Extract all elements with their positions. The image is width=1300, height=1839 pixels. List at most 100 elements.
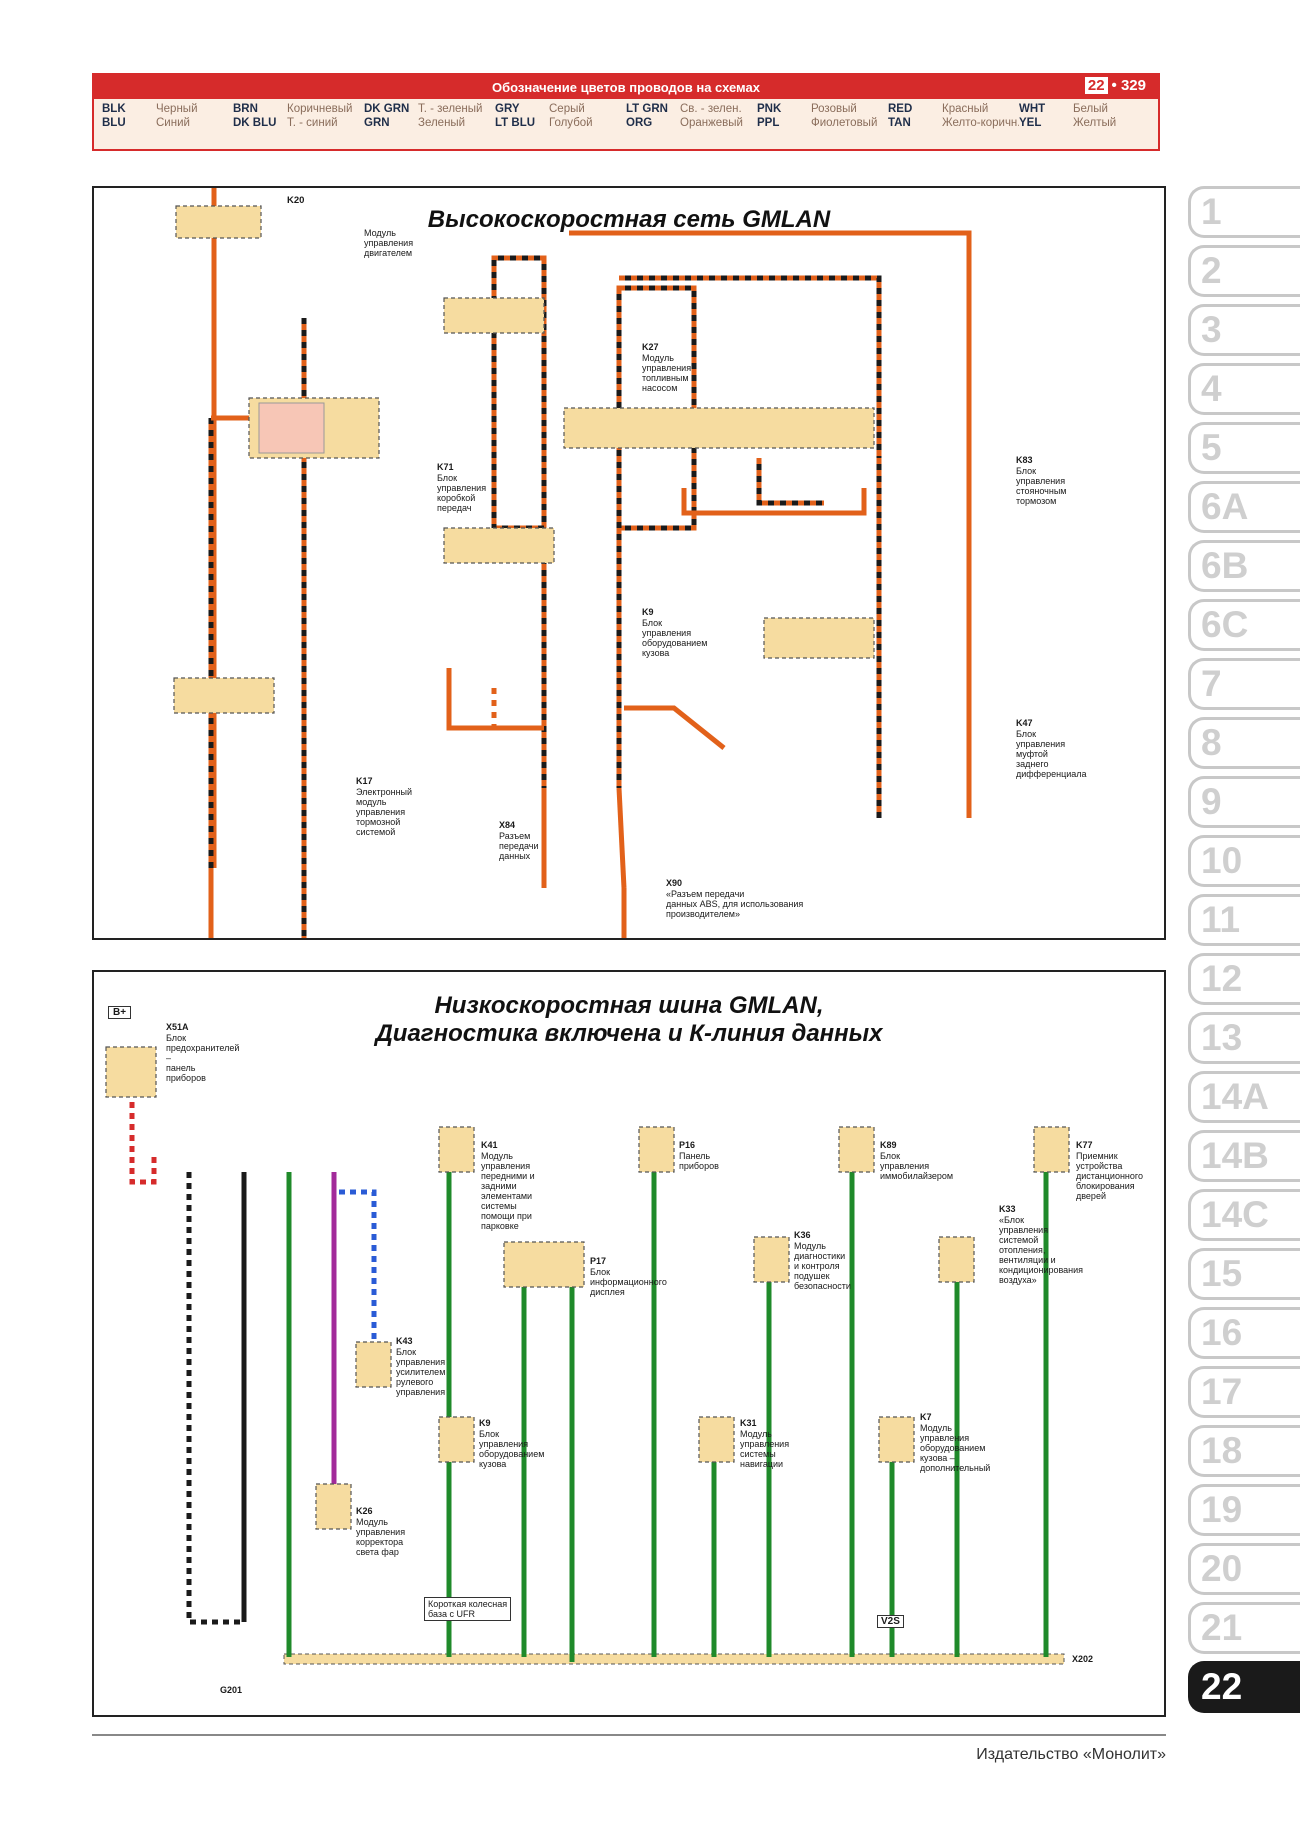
x84-label: X84 (499, 820, 516, 830)
tab-chapter-12[interactable]: 12 (1188, 953, 1300, 1005)
k27-label: K27 (642, 342, 659, 352)
legend-color-name: Белый (1073, 103, 1108, 115)
p16-label: P16 (679, 1140, 696, 1150)
tab-chapter-22[interactable]: 22 (1188, 1661, 1300, 1713)
p16-desc: Панель приборов (679, 1151, 719, 1171)
tab-chapter-6c[interactable]: 6C (1188, 599, 1300, 651)
k26-label: K26 (356, 1506, 373, 1516)
k47-module (763, 617, 875, 659)
k47-desc: Блок управления муфтой заднего дифференц… (1016, 729, 1087, 779)
k36-desc: Модуль диагностики и контроля подушек бе… (794, 1241, 851, 1291)
k36-label: K36 (794, 1230, 811, 1240)
legend-color-code: RED (888, 103, 913, 115)
tab-chapter-14b[interactable]: 14B (1188, 1130, 1300, 1182)
diagram1-title: Высокоскоростная сеть GMLAN (427, 206, 831, 233)
k20-label: K20 (287, 195, 304, 206)
legend-color-code: BLU (102, 117, 126, 129)
k9-desc: Блок управления оборудованием кузова (642, 618, 708, 658)
k89-label: K89 (880, 1140, 897, 1150)
tab-chapter-1[interactable]: 1 (1188, 186, 1300, 238)
tab-chapter-19[interactable]: 19 (1188, 1484, 1300, 1536)
legend-color-code: DK BLU (233, 117, 277, 129)
legend-color-name: Желто-коричн. (942, 117, 1019, 129)
k83-label: K83 (1016, 455, 1033, 465)
k17-label: K17 (356, 776, 373, 786)
tab-chapter-8[interactable]: 8 (1188, 717, 1300, 769)
k9-label: K9 (642, 607, 654, 617)
tab-chapter-2[interactable]: 2 (1188, 245, 1300, 297)
tab-chapter-20[interactable]: 20 (1188, 1543, 1300, 1595)
tab-chapter-6a[interactable]: 6A (1188, 481, 1300, 533)
legend-color-name: Красный (942, 103, 989, 115)
x90-label: X90 (666, 878, 683, 888)
chapter-number: 22 (1084, 77, 1108, 94)
v2s-box: V2S (877, 1615, 904, 1628)
legend-color-code: BRN (233, 103, 258, 115)
diagram-low-speed-gmlan: Низкоскоростная шина GMLAN, Диагностика … (92, 970, 1166, 1717)
legend-color-14: TAN Желто-коричн. (888, 117, 1019, 129)
x84-desc: Разъем передачи данных (499, 831, 539, 861)
k26-desc: Модуль управления корректора света фар (356, 1517, 406, 1557)
k9-module (443, 527, 555, 564)
k20-desc: Модуль управления двигателем (364, 228, 414, 258)
legend-color-name: Желтый (1073, 117, 1117, 129)
k33-label: K33 (999, 1204, 1016, 1214)
k83-module (563, 407, 875, 449)
p17-desc: Блок информационного дисплея (590, 1267, 667, 1297)
x202-label: X202 (1072, 1654, 1094, 1664)
legend-title: Обозначение цветов проводов на схемах (492, 79, 760, 95)
k9-label-2: K9 (479, 1418, 491, 1428)
tab-chapter-6b[interactable]: 6B (1188, 540, 1300, 592)
legend-color-name: Коричневый (287, 103, 353, 115)
k41-label: K41 (481, 1140, 498, 1150)
legend-color-name: Оранжевый (680, 117, 743, 129)
tab-chapter-5[interactable]: 5 (1188, 422, 1300, 474)
legend-color-6: RED Красный (888, 103, 1019, 115)
legend-color-code: TAN (888, 117, 911, 129)
k31-desc: Модуль управления системы навигации (740, 1429, 790, 1469)
tab-chapter-21[interactable]: 21 (1188, 1602, 1300, 1654)
tab-chapter-9[interactable]: 9 (1188, 776, 1300, 828)
publisher-footer: Издательство «Монолит» (976, 1746, 1166, 1763)
legend-color-name: Голубой (549, 117, 593, 129)
tab-chapter-4[interactable]: 4 (1188, 363, 1300, 415)
legend-color-1: BRN Коричневый (233, 103, 364, 115)
k71-label: K71 (437, 462, 454, 472)
k41-desc: Модуль управления передними и задними эл… (481, 1151, 535, 1231)
tab-chapter-10[interactable]: 10 (1188, 835, 1300, 887)
tab-chapter-18[interactable]: 18 (1188, 1425, 1300, 1477)
k27-module (443, 297, 545, 334)
k27-desc: Модуль управления топливным насосом (642, 353, 692, 393)
k71-desc: Блок управления коробкой передач (437, 473, 487, 513)
diagram2-svg (105, 1046, 1070, 1665)
tab-chapter-16[interactable]: 16 (1188, 1307, 1300, 1359)
tab-chapter-14c[interactable]: 14C (1188, 1189, 1300, 1241)
tab-chapter-17[interactable]: 17 (1188, 1366, 1300, 1418)
page-number: 22• 329 (1084, 77, 1146, 94)
k9-desc-2: Блок управления оборудованием кузова (479, 1429, 545, 1469)
tab-chapter-15[interactable]: 15 (1188, 1248, 1300, 1300)
k17-module (173, 677, 275, 714)
x51a-desc: Блок предохранителей – панель приборов (166, 1033, 240, 1083)
k47-label: K47 (1016, 718, 1033, 728)
legend-color-code: GRN (364, 117, 390, 129)
diagram1-svg: K20 (173, 188, 972, 938)
tab-chapter-11[interactable]: 11 (1188, 894, 1300, 946)
k7-desc: Модуль управления оборудованием кузова –… (920, 1423, 991, 1473)
wire-color-legend: Обозначение цветов проводов на схемах 22… (92, 73, 1160, 151)
k17-desc: Электронный модуль управления тормозной … (356, 787, 413, 837)
tab-chapter-7[interactable]: 7 (1188, 658, 1300, 710)
tab-chapter-14a[interactable]: 14A (1188, 1071, 1300, 1123)
legend-color-name: Св. - зелен. (680, 103, 742, 115)
tab-chapter-13[interactable]: 13 (1188, 1012, 1300, 1064)
legend-title-bar: Обозначение цветов проводов на схемах 22… (94, 75, 1158, 99)
tab-chapter-3[interactable]: 3 (1188, 304, 1300, 356)
